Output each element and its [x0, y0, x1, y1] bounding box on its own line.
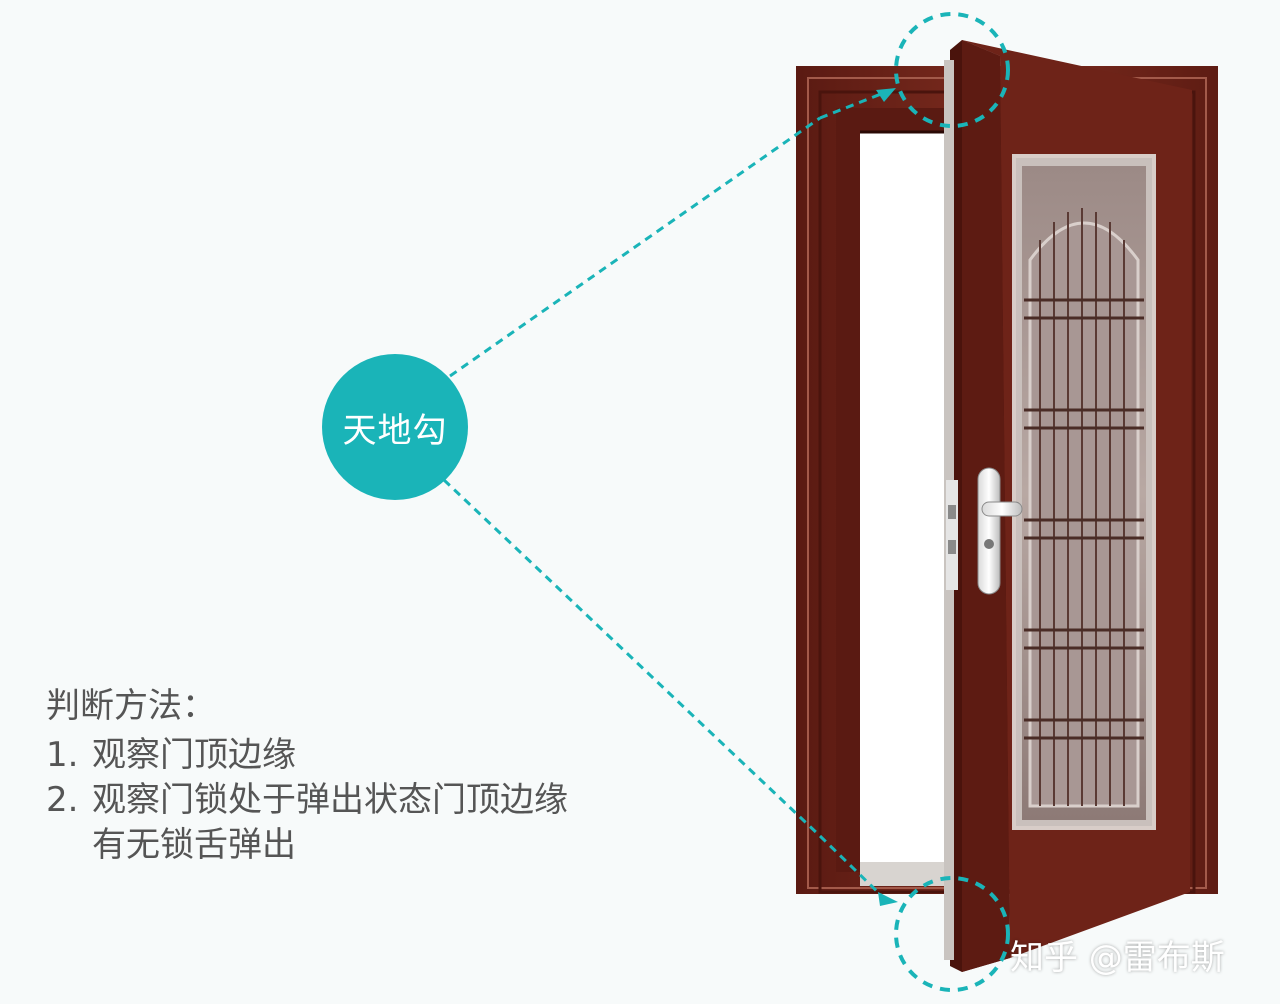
callout-badge: 天地勾 [322, 354, 468, 500]
step-item: 1. 观察门顶边缘 [46, 733, 572, 778]
bottom-highlight-circle [894, 876, 1010, 992]
top-highlight-circle [894, 12, 1010, 128]
step-item: 2. 观察门锁处于弹出状态门顶边缘有无锁舌弹出 [46, 778, 572, 868]
arrowheads [876, 88, 898, 906]
callout-lines [442, 90, 888, 902]
callout-label: 天地勾 [342, 410, 448, 451]
step-text: 观察门顶边缘 [92, 734, 296, 775]
step-number: 2. [46, 779, 79, 820]
door-handle [977, 467, 1023, 595]
method-steps: 判断方法： 1. 观察门顶边缘 2. 观察门锁处于弹出状态门顶边缘有无锁舌弹出 [46, 684, 572, 868]
glass-panel [1012, 154, 1156, 830]
step-number: 1. [46, 734, 79, 775]
method-heading: 判断方法： [46, 686, 216, 726]
step-text: 观察门锁处于弹出状态门顶边缘有无锁舌弹出 [92, 779, 568, 865]
watermark: 知乎 @雷布斯 [1010, 938, 1225, 978]
